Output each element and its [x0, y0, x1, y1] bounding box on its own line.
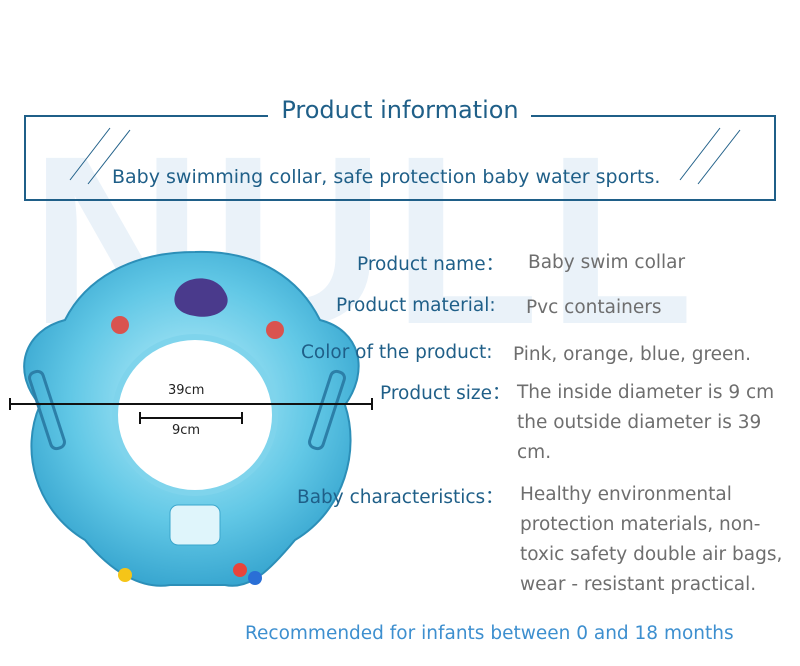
- slash-decoration-left: [69, 127, 131, 185]
- spec-label-material: Product material:: [336, 295, 496, 316]
- bead-red: [233, 563, 247, 577]
- slash-decoration-right: [679, 127, 741, 185]
- spec-value-name: Baby swim collar: [528, 252, 686, 273]
- spec-value-characteristics: Healthy environmental protection materia…: [520, 484, 783, 595]
- product-tagline: Baby swimming collar, safe protection ba…: [112, 166, 661, 188]
- whale-icon: [174, 278, 228, 317]
- spec-value-material: Pvc containers: [526, 297, 662, 318]
- outer-dimension-label: 39cm: [168, 383, 204, 398]
- crab-icon-left: [111, 316, 129, 334]
- box-top-border-left: [24, 115, 268, 117]
- spec-label-characteristics: Baby characteristics：: [297, 487, 504, 508]
- section-heading: Product information: [0, 96, 800, 124]
- crab-icon-right: [266, 321, 284, 339]
- handle-right: [308, 369, 346, 451]
- bead-blue: [248, 571, 262, 585]
- collar-hole: [112, 334, 278, 496]
- spec-label-name: Product name：: [357, 254, 505, 275]
- swim-collar-image: 39cm 9cm: [9, 250, 373, 587]
- info-box: [24, 115, 776, 201]
- box-top-border-right: [530, 115, 776, 117]
- spec-label-color: Color of the product:: [301, 342, 493, 363]
- collar-clasp: [169, 504, 221, 546]
- inner-dimension-label: 9cm: [172, 423, 200, 438]
- bead-yellow: [118, 568, 132, 582]
- handle-left: [28, 369, 66, 451]
- age-recommendation: Recommended for infants between 0 and 18…: [245, 623, 734, 644]
- spec-value-size: The inside diameter is 9 cm the outside …: [517, 382, 775, 463]
- heading-text: Product information: [269, 96, 531, 124]
- spec-label-size: Product size：: [380, 383, 511, 404]
- spec-value-color: Pink, orange, blue, green.: [513, 344, 752, 365]
